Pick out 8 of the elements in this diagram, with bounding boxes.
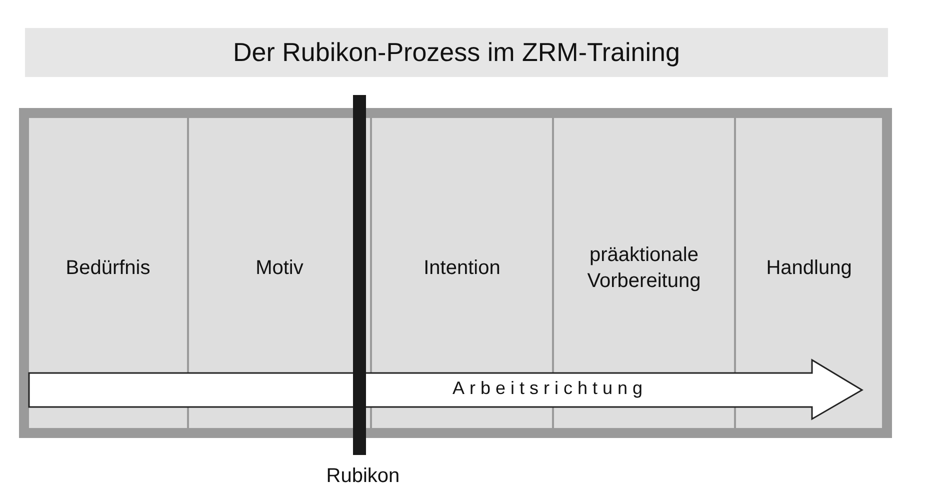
stage-label: präaktionale Vorbereitung xyxy=(586,243,702,294)
stage-label: Bedürfnis xyxy=(66,256,150,281)
stage-label: Intention xyxy=(424,256,500,281)
title-bar: Der Rubikon-Prozess im ZRM-Training xyxy=(25,28,888,77)
stage-label: Motiv xyxy=(256,256,304,281)
line-label: Rubikon xyxy=(325,465,401,488)
stage-label: Handlung xyxy=(766,256,852,281)
arrow-label: Arbeitsrichtung xyxy=(451,378,649,399)
